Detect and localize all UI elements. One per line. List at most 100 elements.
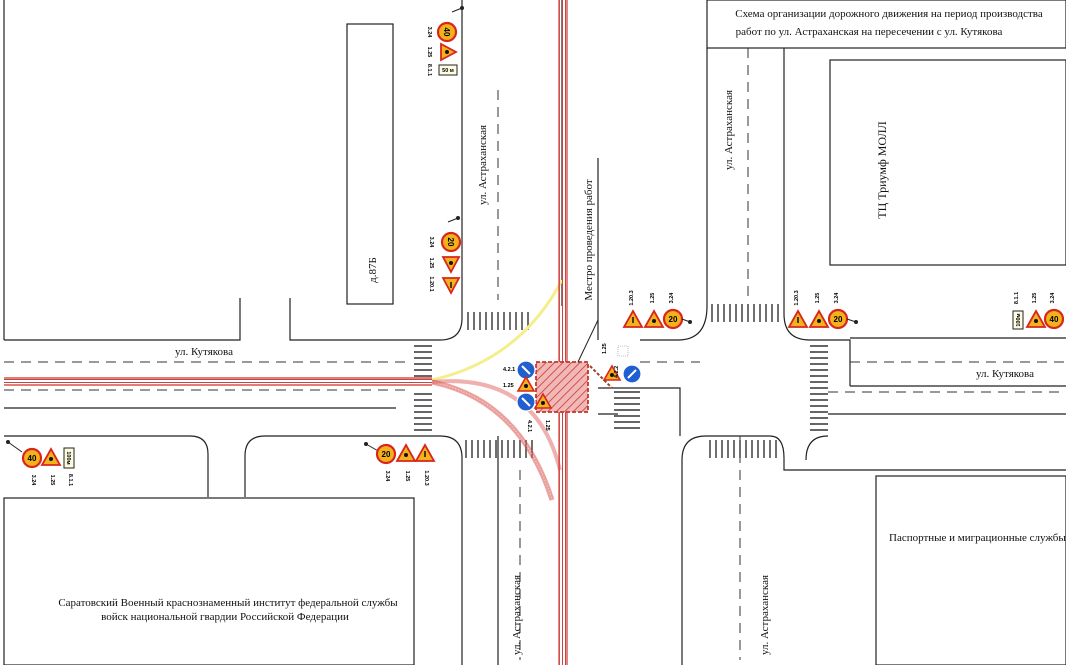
sign-cluster-east: 100м 40 8.1.1 1.25 3.24	[1012, 292, 1065, 330]
svg-text:1.25: 1.25	[1032, 293, 1038, 304]
warning-sign	[787, 309, 809, 328]
sign-cluster-work-zone: 4.2.1 1.25 4.2.1 1.25 1.25 4.2.2	[503, 343, 642, 432]
svg-text:3.24: 3.24	[426, 27, 432, 39]
crosswalk-east	[810, 345, 828, 431]
roadworks-sign	[533, 392, 553, 409]
sign-cluster-south-west-far: 40 100м 3.24 1.25 8.1.1	[6, 440, 75, 487]
speed-limit-sign: 20	[375, 443, 397, 465]
svg-text:1.25: 1.25	[815, 293, 821, 304]
crosswalk-south-east	[709, 440, 777, 458]
sign-cluster-north-mid: 20 3.24 1.25 1.20.1	[428, 216, 462, 295]
speed-limit-sign: 20	[662, 308, 684, 330]
sign-cluster-north-east: 20 1.20.3 1.25 3.24	[787, 290, 858, 330]
warning-sign	[622, 309, 644, 328]
svg-text:8.1.1: 8.1.1	[1014, 292, 1020, 304]
street-astr-bottom-right: ул. Астраханская	[759, 575, 771, 655]
speed-limit-sign: 40	[1043, 308, 1065, 330]
route-red-vertical	[559, 0, 567, 665]
distance-plate: 100м	[1012, 310, 1024, 330]
roadworks-sign	[602, 364, 622, 381]
building-house-87b	[346, 23, 394, 305]
roadworks-sign	[1025, 309, 1047, 328]
svg-text:1.20.1: 1.20.1	[428, 276, 434, 291]
roadworks-sign	[40, 447, 62, 466]
street-astr-top-right: ул. Астраханская	[723, 90, 735, 170]
street-astr-bottom-left: ул. Астраханская	[511, 575, 523, 655]
svg-text:20: 20	[669, 315, 678, 324]
speed-limit-sign: 40	[436, 21, 458, 43]
svg-text:8.1.1: 8.1.1	[426, 64, 432, 76]
lane-markings	[4, 48, 1066, 660]
svg-text:8.1.1: 8.1.1	[67, 474, 73, 486]
labels: Схема организации дорожного движения на …	[58, 8, 1066, 655]
svg-text:40: 40	[28, 454, 37, 463]
svg-text:1.25: 1.25	[404, 471, 410, 482]
institute-line-2: войск национальной гвардии Российской Фе…	[101, 611, 349, 623]
speed-limit-sign: 40	[21, 447, 43, 469]
roadworks-sign	[516, 375, 536, 392]
road-signs: 40 50 м 3.24 1.25 8.1.1 20	[6, 6, 1065, 487]
sign-cluster-center-north: 20 1.20.3 1.25 3.24	[622, 290, 692, 330]
crosswalk-west	[414, 345, 432, 431]
svg-text:3.24: 3.24	[1050, 292, 1056, 304]
house-label: д.87Б	[367, 257, 379, 283]
roadworks-sign	[440, 42, 458, 62]
svg-text:1.20.3: 1.20.3	[794, 290, 800, 305]
road-edges	[3, 0, 1066, 665]
svg-text:1.20.3: 1.20.3	[423, 470, 429, 485]
title-line-2: работ по ул. Астраханская на пересечении…	[736, 26, 1003, 38]
svg-text:3.24: 3.24	[669, 292, 675, 304]
svg-text:1.25: 1.25	[428, 258, 434, 269]
title-line-1: Схема организации дорожного движения на …	[735, 8, 1043, 20]
sign-cluster-north-top: 40 50 м 3.24 1.25 8.1.1	[426, 6, 464, 76]
svg-text:50 м: 50 м	[442, 68, 454, 74]
institute-line-1: Саратовский Военный краснознаменный инст…	[58, 597, 398, 609]
svg-text:3.24: 3.24	[428, 237, 434, 249]
warning-sign	[441, 277, 461, 295]
work-site-label: Местро проведения работ	[583, 179, 595, 301]
keep-left-sign	[622, 364, 642, 384]
route-red-curve-2	[431, 379, 562, 471]
route-red-west	[4, 378, 432, 385]
work-zone	[535, 319, 613, 413]
svg-text:3.24: 3.24	[30, 475, 36, 487]
crosswalk-north	[467, 312, 529, 330]
roadworks-sign	[643, 309, 665, 328]
street-kut-left: ул. Кутякова	[175, 346, 233, 358]
svg-text:1.25: 1.25	[426, 47, 432, 58]
svg-text:20: 20	[382, 450, 391, 459]
detour-routes	[4, 0, 568, 665]
svg-text:4.2.1: 4.2.1	[526, 420, 532, 432]
mall-label: ТЦ Триумф МОЛЛ	[875, 121, 889, 219]
svg-text:4.2.1: 4.2.1	[503, 367, 515, 373]
svg-text:4.2.2: 4.2.2	[614, 366, 620, 378]
svg-text:40: 40	[1050, 315, 1059, 324]
sign-cluster-south-west: 20 3.24 1.25 1.20.3	[364, 442, 436, 486]
svg-text:40: 40	[442, 28, 451, 37]
route-yellow	[431, 279, 564, 382]
svg-text:1.25: 1.25	[602, 343, 608, 354]
buildings	[3, 0, 1066, 665]
street-kut-right: ул. Кутякова	[976, 368, 1034, 380]
warning-sign	[414, 443, 436, 462]
roadworks-sign	[808, 309, 830, 328]
crosswalk-south	[465, 440, 533, 458]
svg-text:1.25: 1.25	[650, 293, 656, 304]
svg-text:3.24: 3.24	[834, 292, 840, 304]
title-frame	[706, 0, 1066, 49]
svg-text:1.25: 1.25	[49, 475, 55, 486]
svg-text:20: 20	[834, 315, 843, 324]
distance-plate: 50 м	[438, 64, 458, 76]
street-astr-top-left: ул. Астраханская	[477, 125, 489, 205]
speed-limit-sign: 20	[440, 231, 462, 253]
speed-limit-sign: 20	[827, 308, 849, 330]
svg-text:1.25: 1.25	[503, 383, 514, 389]
svg-text:100м: 100м	[1016, 313, 1022, 326]
crosswalk-north-east	[711, 304, 779, 322]
roadworks-sign	[395, 443, 417, 462]
distance-plate: 100м	[63, 447, 75, 469]
svg-text:1.25: 1.25	[544, 420, 550, 431]
work-zone-fence	[589, 365, 613, 389]
building-mall	[829, 59, 1066, 266]
